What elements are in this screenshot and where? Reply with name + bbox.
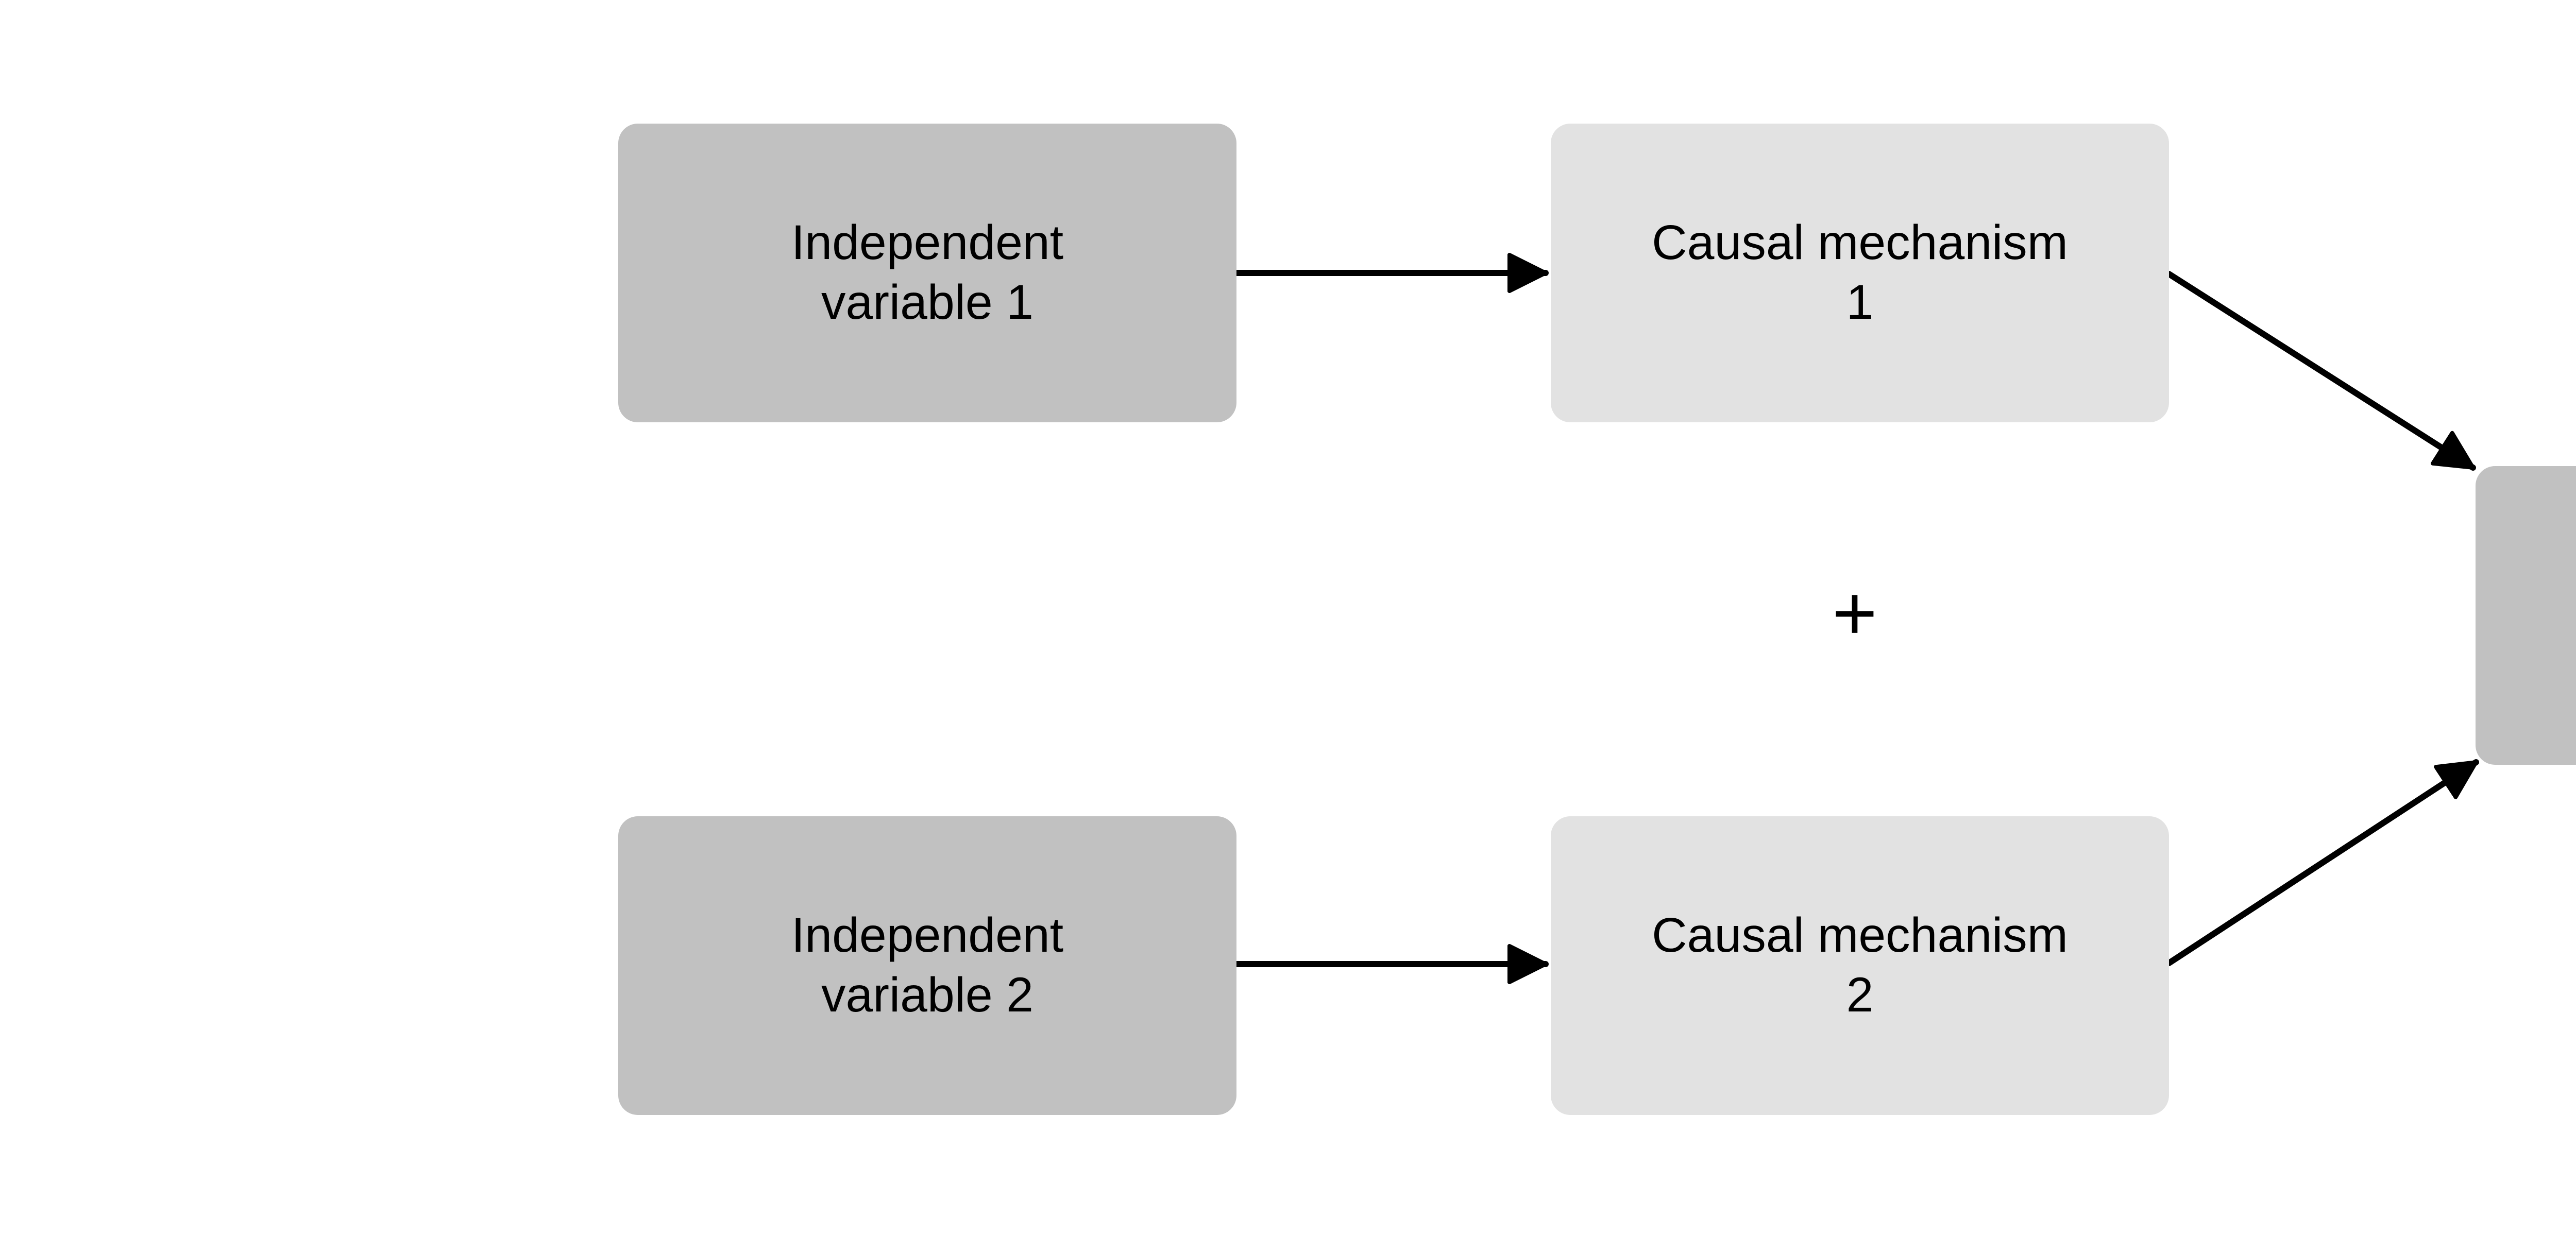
- node-independent-variable-2: Independent variable 2: [618, 816, 1236, 1115]
- node-causal-mechanism-1-label: Causal mechanism 1: [1652, 215, 2068, 330]
- node-independent-variable-2-label: Independent variable 2: [791, 908, 1064, 1022]
- node-dependent-variable: Dependent variable: [2476, 466, 2576, 765]
- node-independent-variable-1: Independent variable 1: [618, 124, 1236, 422]
- node-causal-mechanism-1: Causal mechanism 1: [1551, 124, 2169, 422]
- node-causal-mechanism-2-label: Causal mechanism 2: [1652, 908, 2068, 1022]
- plus-operator-label: +: [1832, 569, 1877, 656]
- edge-cm1-to-dv: [2166, 271, 2476, 471]
- node-causal-mechanism-2: Causal mechanism 2: [1551, 816, 2169, 1115]
- node-independent-variable-1-label: Independent variable 1: [791, 215, 1064, 330]
- edge-cm2-to-dv: [2166, 759, 2479, 966]
- plus-operator: +: [1752, 548, 1958, 677]
